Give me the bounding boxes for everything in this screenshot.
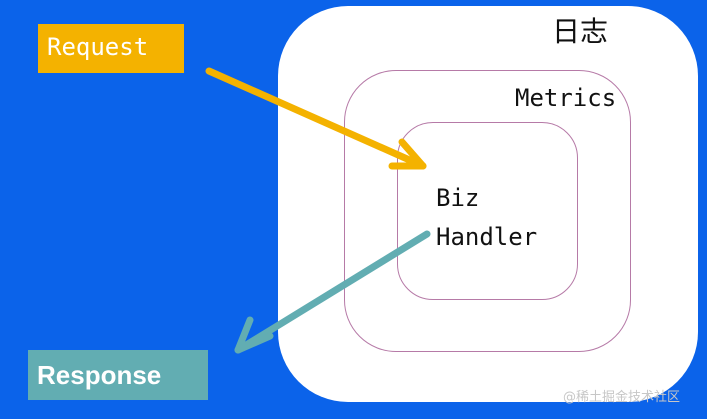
metrics-layer-label: Metrics	[515, 84, 617, 112]
watermark-text: @稀土掘金技术社区	[563, 390, 681, 405]
request-label: Request	[47, 33, 149, 61]
request-box: Request	[38, 24, 184, 73]
response-box: Response	[28, 350, 208, 400]
biz-handler-label-line1: Biz	[436, 184, 480, 212]
biz-handler-label-line2: Handler	[436, 223, 538, 251]
response-label: Response	[37, 360, 162, 390]
biz-handler-label: Biz Handler	[436, 179, 537, 257]
logging-layer-label: 日志	[552, 15, 609, 48]
response-arrow-head	[234, 316, 274, 354]
